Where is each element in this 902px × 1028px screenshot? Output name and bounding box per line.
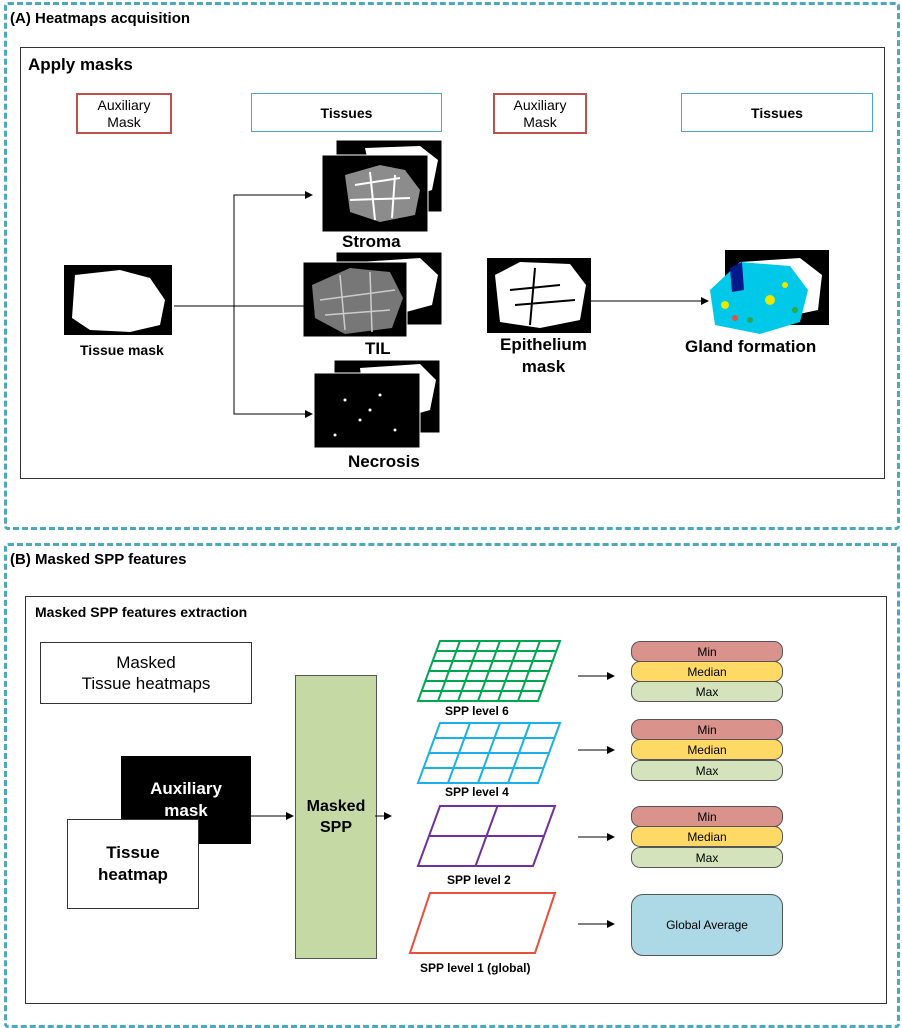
min-pill-1: Min — [631, 641, 783, 662]
masked-tissue-heatmaps-label: Masked Tissue heatmaps — [81, 653, 211, 693]
min-pill-2: Min — [631, 719, 783, 740]
auxiliary-mask-label-1: Auxiliary Mask — [97, 96, 151, 130]
auxiliary-mask-box-2: Auxiliary Mask — [493, 93, 587, 134]
epithelium-mask-label: Epithelium mask — [500, 335, 587, 376]
spp-level-2-label: SPP level 2 — [447, 873, 511, 887]
panel-b — [4, 543, 900, 1028]
tissue-heatmap-block: Tissue heatmap — [67, 819, 199, 909]
spp-level-6-label: SPP level 6 — [445, 704, 509, 718]
tissues-label-1: Tissues — [320, 104, 373, 121]
necrosis-label: Necrosis — [348, 452, 420, 471]
median-pill-2: Median — [631, 739, 783, 760]
masked-spp-label: Masked SPP — [306, 798, 366, 836]
panel-a — [4, 2, 900, 530]
global-average-box: Global Average — [631, 894, 783, 956]
spp-extraction-title: Masked SPP features extraction — [35, 604, 248, 620]
min-pill-3: Min — [631, 806, 783, 827]
spp-level-4-label: SPP level 4 — [445, 785, 509, 799]
gland-formation-label: Gland formation — [685, 337, 817, 356]
auxiliary-mask-block-label: Auxiliary mask — [150, 779, 222, 820]
panel-a-title: (A) Heatmaps acquisition — [10, 10, 191, 27]
tissue-mask-label: Tissue mask — [80, 342, 164, 358]
tissues-label-2: Tissues — [751, 104, 803, 121]
stroma-label: Stroma — [342, 232, 401, 251]
max-pill-2: Max — [631, 760, 783, 781]
masked-tissue-heatmaps-box: Masked Tissue heatmaps — [40, 642, 252, 704]
spp-level-1-label: SPP level 1 (global) — [420, 961, 531, 975]
auxiliary-mask-label-2: Auxiliary Mask — [513, 96, 567, 130]
global-average-label: Global Average — [666, 918, 748, 932]
median-pill-1: Median — [631, 661, 783, 682]
tissue-heatmap-block-label: Tissue heatmap — [98, 843, 168, 884]
max-pill-3: Max — [631, 847, 783, 868]
max-pill-1: Max — [631, 681, 783, 702]
masked-spp-block: Masked SPP — [295, 675, 377, 959]
tissues-box-1: Tissues — [251, 93, 442, 132]
til-label: TIL — [365, 339, 391, 358]
auxiliary-mask-box-1: Auxiliary Mask — [76, 93, 172, 134]
panel-b-title: (B) Masked SPP features — [10, 551, 187, 568]
tissues-box-2: Tissues — [681, 93, 873, 132]
median-pill-3: Median — [631, 826, 783, 847]
apply-masks-title: Apply masks — [28, 55, 133, 74]
